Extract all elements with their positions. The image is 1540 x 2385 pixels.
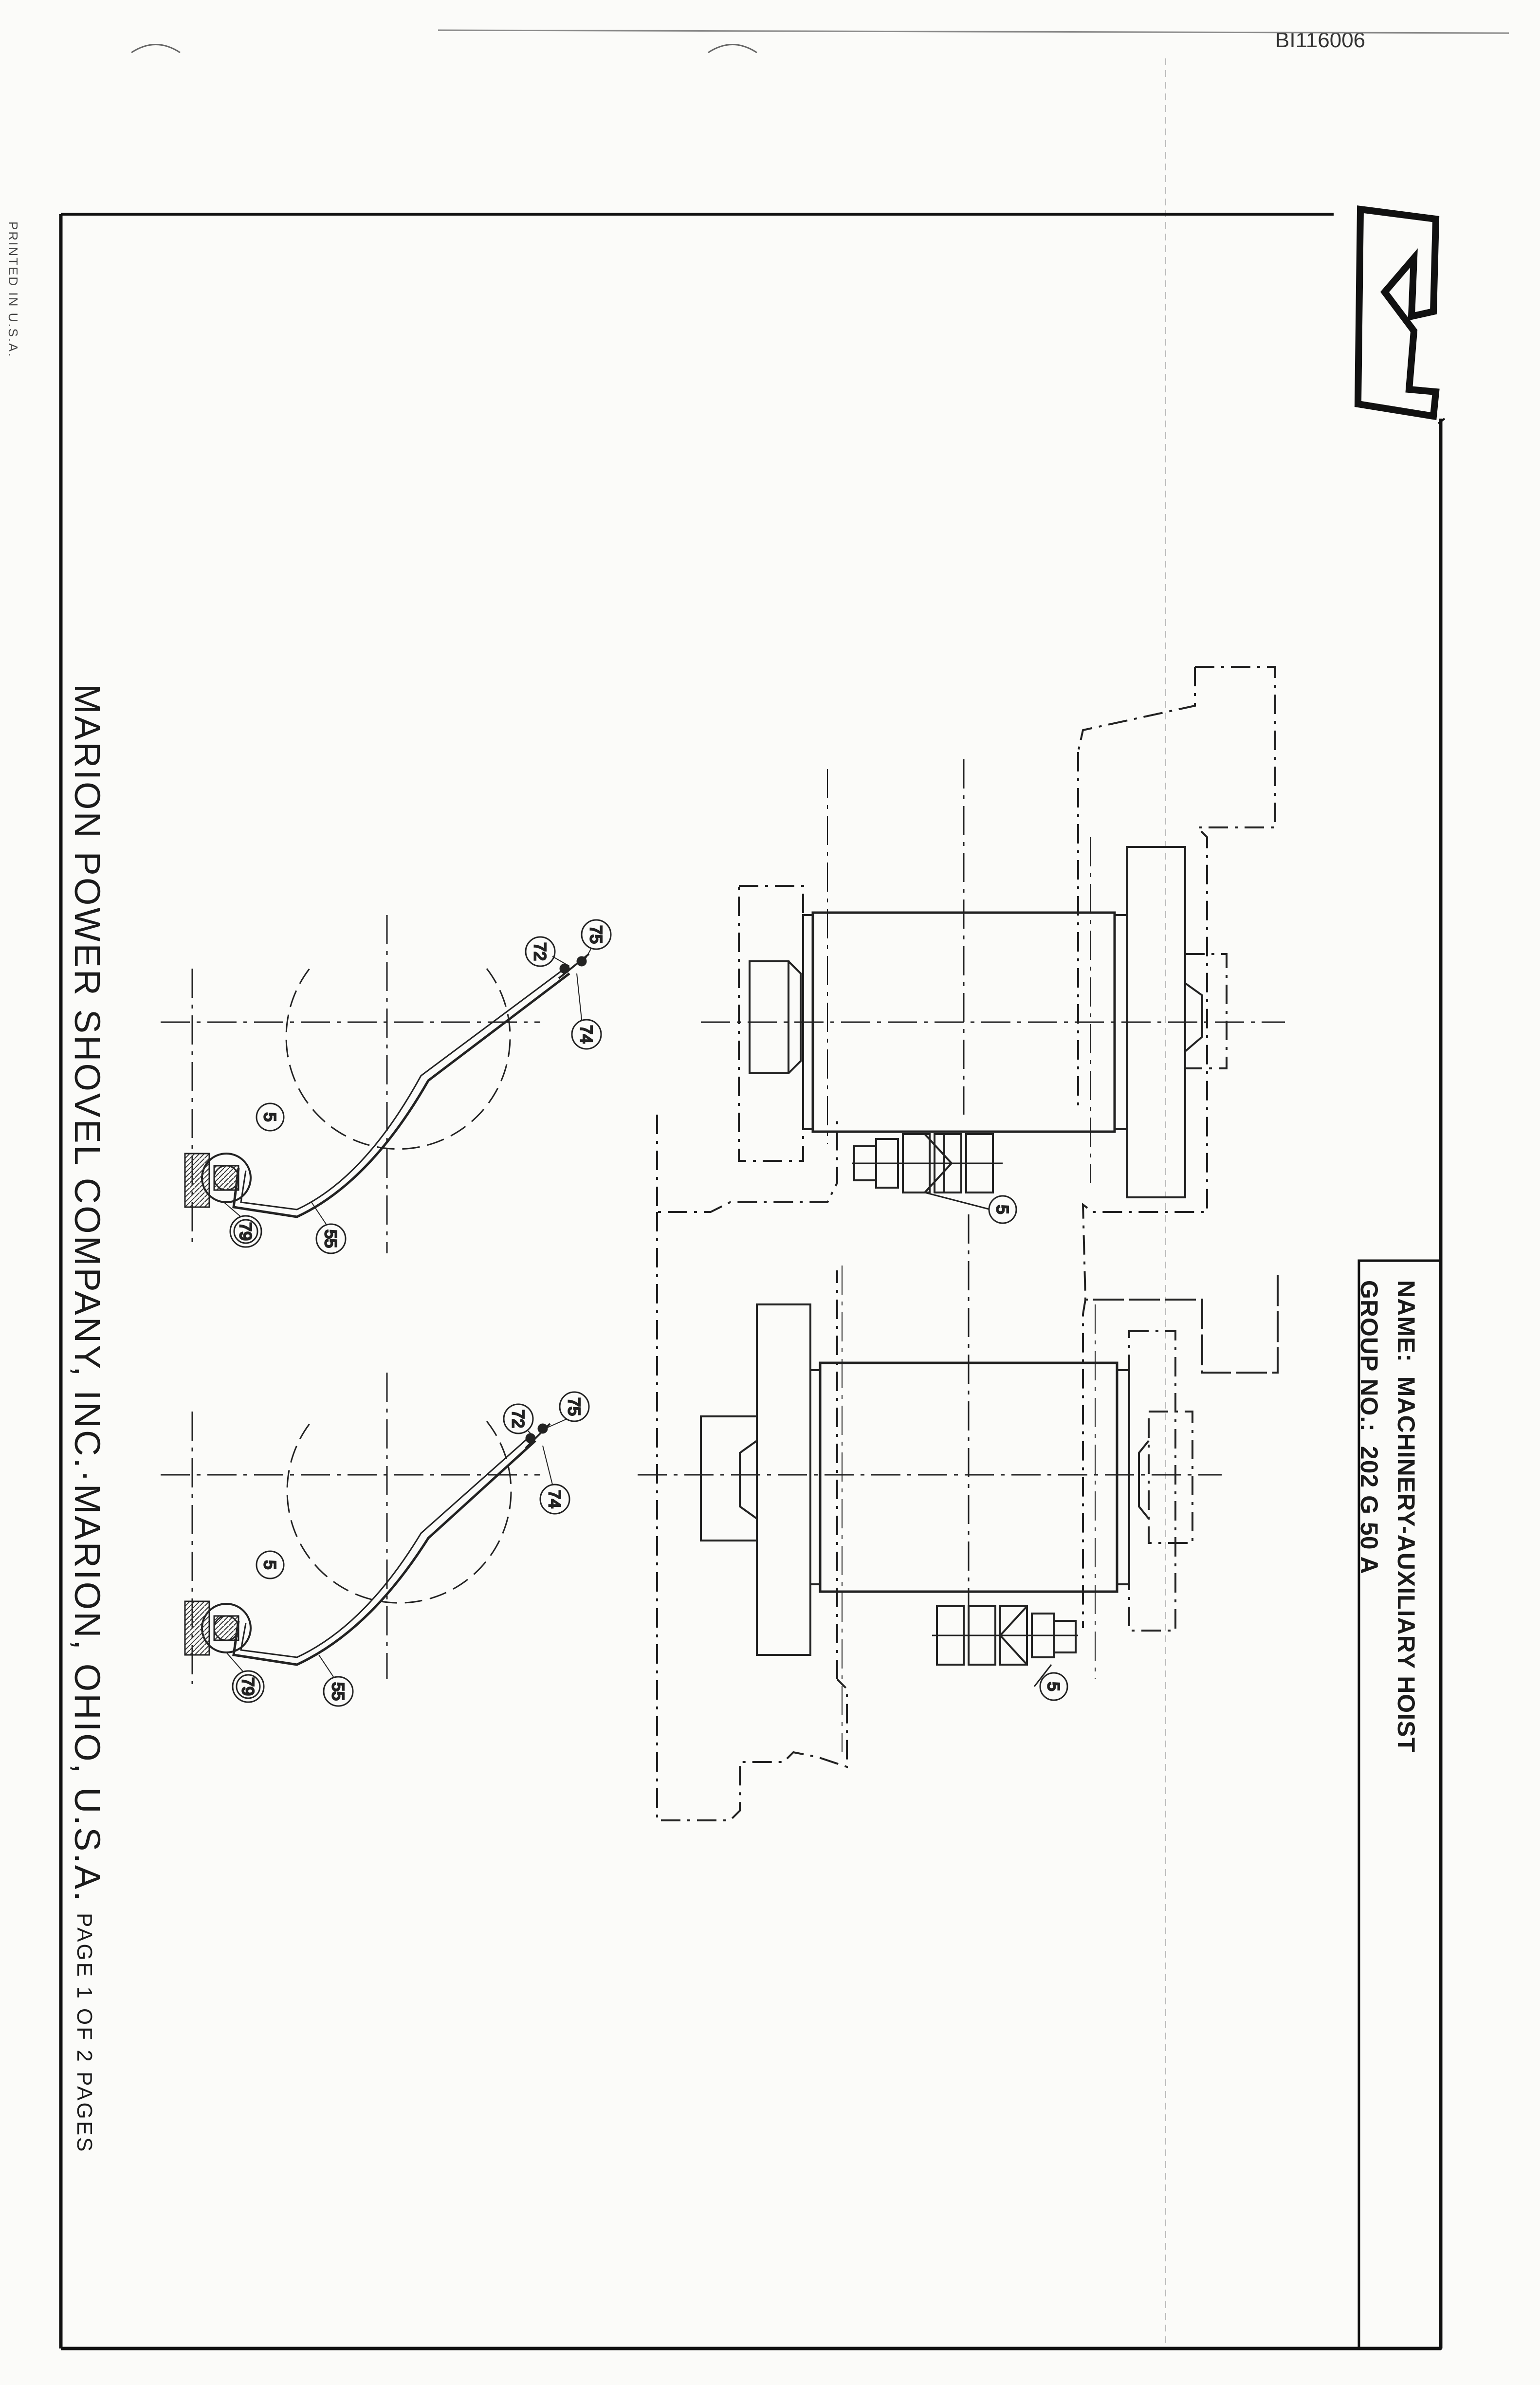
callout-right-anchor: 79 bbox=[232, 1670, 265, 1703]
marion-logo bbox=[1354, 205, 1440, 421]
callout-right-fitting-a: 72 bbox=[503, 1403, 534, 1434]
binder-hole-right bbox=[708, 44, 757, 54]
left-reeving-diagram bbox=[161, 915, 590, 1253]
callout-leaders bbox=[223, 948, 592, 1677]
callout-left-anchor-label: 79 bbox=[236, 1222, 255, 1241]
callout-right-anchor-label: 79 bbox=[238, 1677, 257, 1696]
callout-right-fitting-b: 75 bbox=[559, 1391, 590, 1422]
callout-left-fitting-c-label: 74 bbox=[577, 1025, 595, 1044]
callout-balloons: 5 5 5 55 79 72 75 74 bbox=[229, 919, 1068, 1707]
callout-lower-brake-label: 5 bbox=[1044, 1682, 1063, 1691]
callout-right-fitting-a-label: 72 bbox=[509, 1410, 527, 1428]
lower-drum-assembly bbox=[638, 1212, 1279, 1821]
top-edge-line bbox=[438, 29, 1509, 34]
callout-left-sheave: 5 bbox=[256, 1102, 285, 1132]
callout-left-anchor: 79 bbox=[229, 1215, 262, 1248]
callout-right-fitting-c: 74 bbox=[539, 1484, 570, 1515]
callout-left-fitting-a: 72 bbox=[525, 936, 556, 967]
callout-left-sheave-label: 5 bbox=[260, 1113, 279, 1122]
callout-left-fitting-a-label: 72 bbox=[531, 942, 549, 961]
upper-brake-unit bbox=[852, 1133, 1003, 1193]
callout-right-sheave-label: 5 bbox=[260, 1560, 279, 1570]
callout-right-sheave: 5 bbox=[256, 1550, 285, 1579]
drawing-border bbox=[59, 213, 1446, 2350]
callout-left-fitting-b: 75 bbox=[581, 919, 612, 950]
callout-upper-brake: 5 bbox=[988, 1195, 1017, 1224]
callout-left-fitting-c: 74 bbox=[571, 1019, 602, 1050]
callout-right-rope-label: 55 bbox=[329, 1682, 347, 1701]
callout-right-fitting-c-label: 74 bbox=[545, 1490, 564, 1508]
binder-hole-left bbox=[131, 44, 181, 54]
callout-lower-brake: 5 bbox=[1039, 1672, 1068, 1701]
callout-left-rope: 55 bbox=[315, 1223, 347, 1254]
callout-left-rope-label: 55 bbox=[321, 1229, 340, 1248]
callout-left-fitting-b-label: 75 bbox=[587, 925, 605, 944]
callout-upper-brake-label: 5 bbox=[993, 1205, 1011, 1214]
upper-drum-assembly bbox=[656, 666, 1285, 1374]
right-reeving-diagram bbox=[161, 1373, 551, 1684]
lower-brake-unit bbox=[932, 1605, 1078, 1666]
title-block-frame bbox=[1357, 1259, 1442, 2350]
callout-right-rope: 55 bbox=[323, 1676, 354, 1707]
callout-right-fitting-b-label: 75 bbox=[565, 1397, 583, 1416]
